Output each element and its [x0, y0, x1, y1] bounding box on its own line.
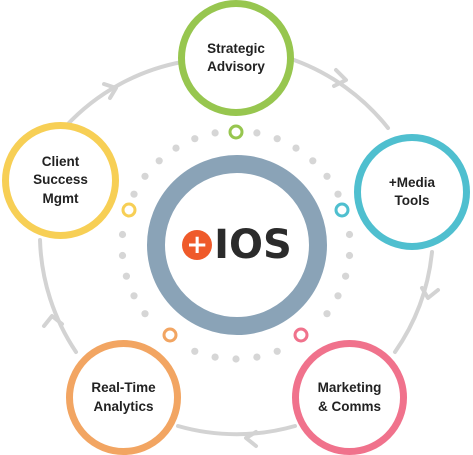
brand-name: IOS	[214, 222, 292, 268]
brand-logo: + IOS	[182, 222, 292, 268]
orbit-dot	[342, 272, 350, 280]
orbit-dot	[211, 353, 219, 361]
orbit-dot	[141, 310, 149, 318]
orbit-dot	[323, 310, 331, 318]
arrow-icon-to-marketing	[420, 286, 440, 300]
orbit-dot	[309, 157, 317, 165]
hub-circle: + IOS	[147, 155, 327, 335]
node-label: Marketing & Comms	[317, 380, 382, 414]
orbit-dot	[253, 353, 261, 361]
orbit-dot	[323, 172, 331, 180]
orbit-marker-orange	[162, 327, 178, 343]
orbit-dot	[334, 190, 342, 198]
arrow-icon-to-analytics	[244, 430, 258, 448]
node-label: Client Success Mgmt	[33, 154, 88, 206]
orbit-dot	[273, 135, 281, 143]
orbit-marker-yellow	[121, 202, 137, 218]
orbit-dot	[118, 230, 127, 239]
node-marketing-comms: Marketing & Comms	[292, 340, 407, 455]
orbit-marker-teal	[334, 202, 350, 218]
orbit-dot	[191, 135, 199, 143]
orbit-dot	[334, 292, 342, 300]
node-real-time-analytics: Real-Time Analytics	[66, 340, 181, 455]
orbit-dot	[253, 129, 261, 137]
arrow-icon-to-media	[332, 68, 348, 88]
node-label: Real-Time Analytics	[91, 380, 156, 414]
arrow-icon-to-client	[42, 314, 64, 328]
arrow-icon-to-strategic	[102, 82, 118, 100]
orbit-dot	[232, 355, 240, 363]
orbit-dot	[130, 190, 138, 198]
orbit-dot	[273, 347, 281, 355]
dotted-ring	[118, 129, 354, 363]
orbit-dot	[122, 272, 130, 280]
node-label: Strategic Advisory	[207, 40, 265, 74]
orbit-dot	[172, 144, 180, 152]
orbit-dot	[191, 347, 199, 355]
cycle-arc-strategic-media	[292, 58, 390, 130]
orbit-dot	[130, 292, 138, 300]
node-client-success-mgmt: Client Success Mgmt	[2, 122, 119, 239]
orbit-dot	[345, 251, 354, 260]
orbit-dot	[211, 129, 219, 137]
cycle-arc-analytics-client	[38, 238, 78, 354]
node-label: +Media Tools	[388, 174, 436, 208]
orbit-dot	[155, 157, 163, 165]
cycle-arc-client-strategic	[64, 60, 184, 128]
orbit-dot	[141, 172, 149, 180]
orbit-marker-pink	[293, 327, 309, 343]
orbit-dot	[118, 251, 127, 260]
orbit-dot	[345, 230, 354, 239]
cycle-arc-marketing-analytics	[176, 424, 297, 437]
node-media-tools: +Media Tools	[354, 134, 470, 250]
plus-icon: +	[182, 230, 213, 260]
cycle-arc-media-marketing	[393, 250, 434, 354]
node-strategic-advisory: Strategic Advisory	[178, 0, 294, 116]
orbit-dot	[292, 144, 300, 152]
orbit-marker-green	[228, 124, 244, 140]
